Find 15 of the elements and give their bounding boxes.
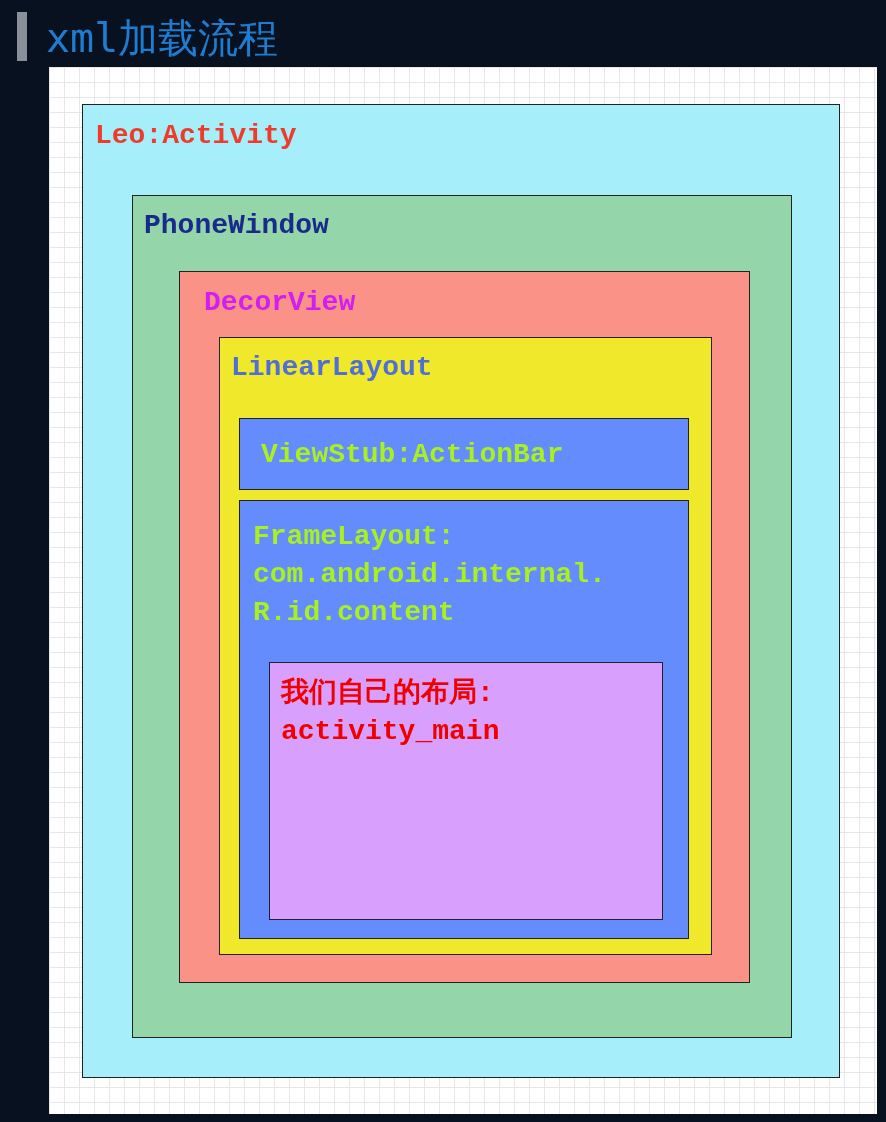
activity-box xyxy=(82,104,840,1078)
title: xml加载流程 xyxy=(46,14,279,63)
node-label: FrameLayout: com.android.internal. R.id.content xyxy=(253,520,607,630)
own-layout-box xyxy=(269,662,663,920)
action-bar-box xyxy=(239,418,689,490)
window-box xyxy=(132,195,792,1038)
decor-view-box xyxy=(179,271,750,983)
node-label: ViewStub:ActionBar xyxy=(261,438,564,472)
frame-layout-box xyxy=(239,500,689,939)
node-label: DecorView xyxy=(204,286,356,320)
node-label: PhoneWindow xyxy=(144,209,329,243)
layout-box xyxy=(219,337,712,955)
node-label: Leo:Activity xyxy=(95,119,297,153)
node-label: 我们自己的布局: activity_main xyxy=(281,676,501,749)
node-label: LinearLayout xyxy=(231,351,433,385)
